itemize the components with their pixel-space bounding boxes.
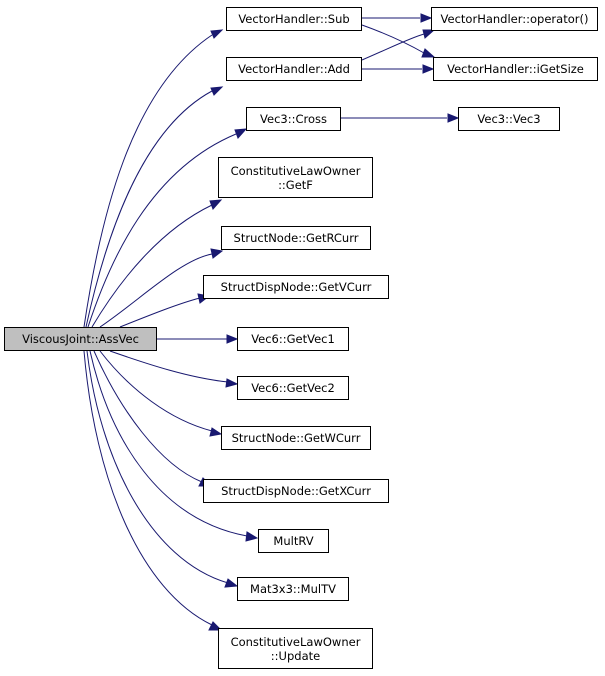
edge-root-getxcurr	[93, 350, 203, 483]
node-label: VectorHandler::operator()	[440, 12, 589, 26]
node-structnode-getrcurr[interactable]: StructNode::GetRCurr	[221, 226, 371, 250]
node-vectorhandler-igetsize[interactable]: VectorHandler::iGetSize	[433, 57, 598, 81]
node-mat3x3-multv[interactable]: Mat3x3::MulTV	[237, 577, 349, 601]
arrow-getf	[209, 199, 223, 210]
node-structdispnode-getxcurr[interactable]: StructDispNode::GetXCurr	[203, 479, 389, 503]
node-label-line1: ConstitutiveLawOwner	[230, 634, 361, 649]
node-viscousjoint-assvec[interactable]: ViscousJoint::AssVec	[4, 327, 157, 351]
arrow-sub-igetsize	[421, 48, 436, 58]
arrow-getvec1	[226, 334, 239, 344]
node-label-line1: ConstitutiveLawOwner	[230, 163, 361, 178]
edge-root-getrcurr	[99, 253, 213, 328]
node-constitutivelawowner-getf[interactable]: ConstitutiveLawOwner ::GetF	[218, 157, 373, 198]
node-label: Vec6::GetVec1	[251, 332, 335, 346]
edge-root-cross	[87, 133, 237, 328]
node-label: StructDispNode::GetVCurr	[220, 280, 372, 294]
edge-add-operator	[361, 33, 425, 61]
arrow-cross	[234, 128, 248, 139]
edge-root-getvec2	[109, 350, 229, 383]
arrow-cross-vec3	[447, 113, 460, 123]
arrow-getwcurr	[209, 427, 223, 437]
edge-root-multrv	[89, 350, 248, 537]
node-vectorhandler-operator[interactable]: VectorHandler::operator()	[431, 7, 598, 31]
node-vec3-vec3[interactable]: Vec3::Vec3	[458, 107, 560, 131]
edge-root-getwcurr	[99, 350, 213, 432]
node-label: VectorHandler::Sub	[238, 12, 350, 26]
node-vec6-getvec2[interactable]: Vec6::GetVec2	[237, 376, 349, 400]
arrow-getrcurr	[210, 248, 224, 259]
node-label: MultRV	[273, 534, 314, 548]
node-label: VectorHandler::Add	[238, 62, 350, 76]
arrow-getvec2	[225, 378, 239, 388]
arrow-multv	[224, 578, 239, 588]
node-label: StructDispNode::GetXCurr	[221, 484, 371, 498]
node-structnode-getwcurr[interactable]: StructNode::GetWCurr	[221, 426, 371, 450]
node-constitutivelawowner-update[interactable]: ConstitutiveLawOwner ::Update	[218, 628, 373, 669]
edge-root-add	[85, 90, 213, 328]
node-label: StructNode::GetWCurr	[231, 431, 361, 445]
node-label: StructNode::GetRCurr	[233, 231, 359, 245]
arrow-sub-operator	[420, 13, 433, 23]
edge-root-getf	[91, 204, 213, 328]
edge-root-getvcurr	[119, 297, 201, 328]
edge-root-multv	[86, 350, 229, 584]
node-vectorhandler-sub[interactable]: VectorHandler::Sub	[226, 7, 362, 31]
node-vec6-getvec1[interactable]: Vec6::GetVec1	[237, 327, 349, 351]
arrow-add	[210, 86, 224, 96]
edge-sub-igetsize	[361, 24, 425, 54]
node-vectorhandler-add[interactable]: VectorHandler::Add	[226, 57, 362, 81]
edge-root-update	[83, 350, 213, 626]
node-structdispnode-getvcurr[interactable]: StructDispNode::GetVCurr	[203, 275, 389, 299]
node-label: Mat3x3::MulTV	[250, 582, 336, 596]
arrow-add-igetsize	[422, 64, 435, 74]
node-label-line2: ::Update	[270, 648, 321, 663]
node-multrv[interactable]: MultRV	[258, 529, 329, 553]
arrow-sub	[210, 29, 224, 39]
arrow-add-operator	[422, 29, 436, 39]
node-label: Vec3::Cross	[260, 112, 327, 126]
arrow-multrv	[245, 531, 259, 542]
edge-root-sub	[83, 34, 213, 328]
node-vec3-cross[interactable]: Vec3::Cross	[246, 107, 341, 131]
node-label: Vec3::Vec3	[477, 112, 541, 126]
node-label: VectorHandler::iGetSize	[447, 62, 584, 76]
node-label: Vec6::GetVec2	[251, 381, 335, 395]
node-label-line2: ::GetF	[278, 177, 313, 192]
node-label: ViscousJoint::AssVec	[22, 332, 139, 346]
